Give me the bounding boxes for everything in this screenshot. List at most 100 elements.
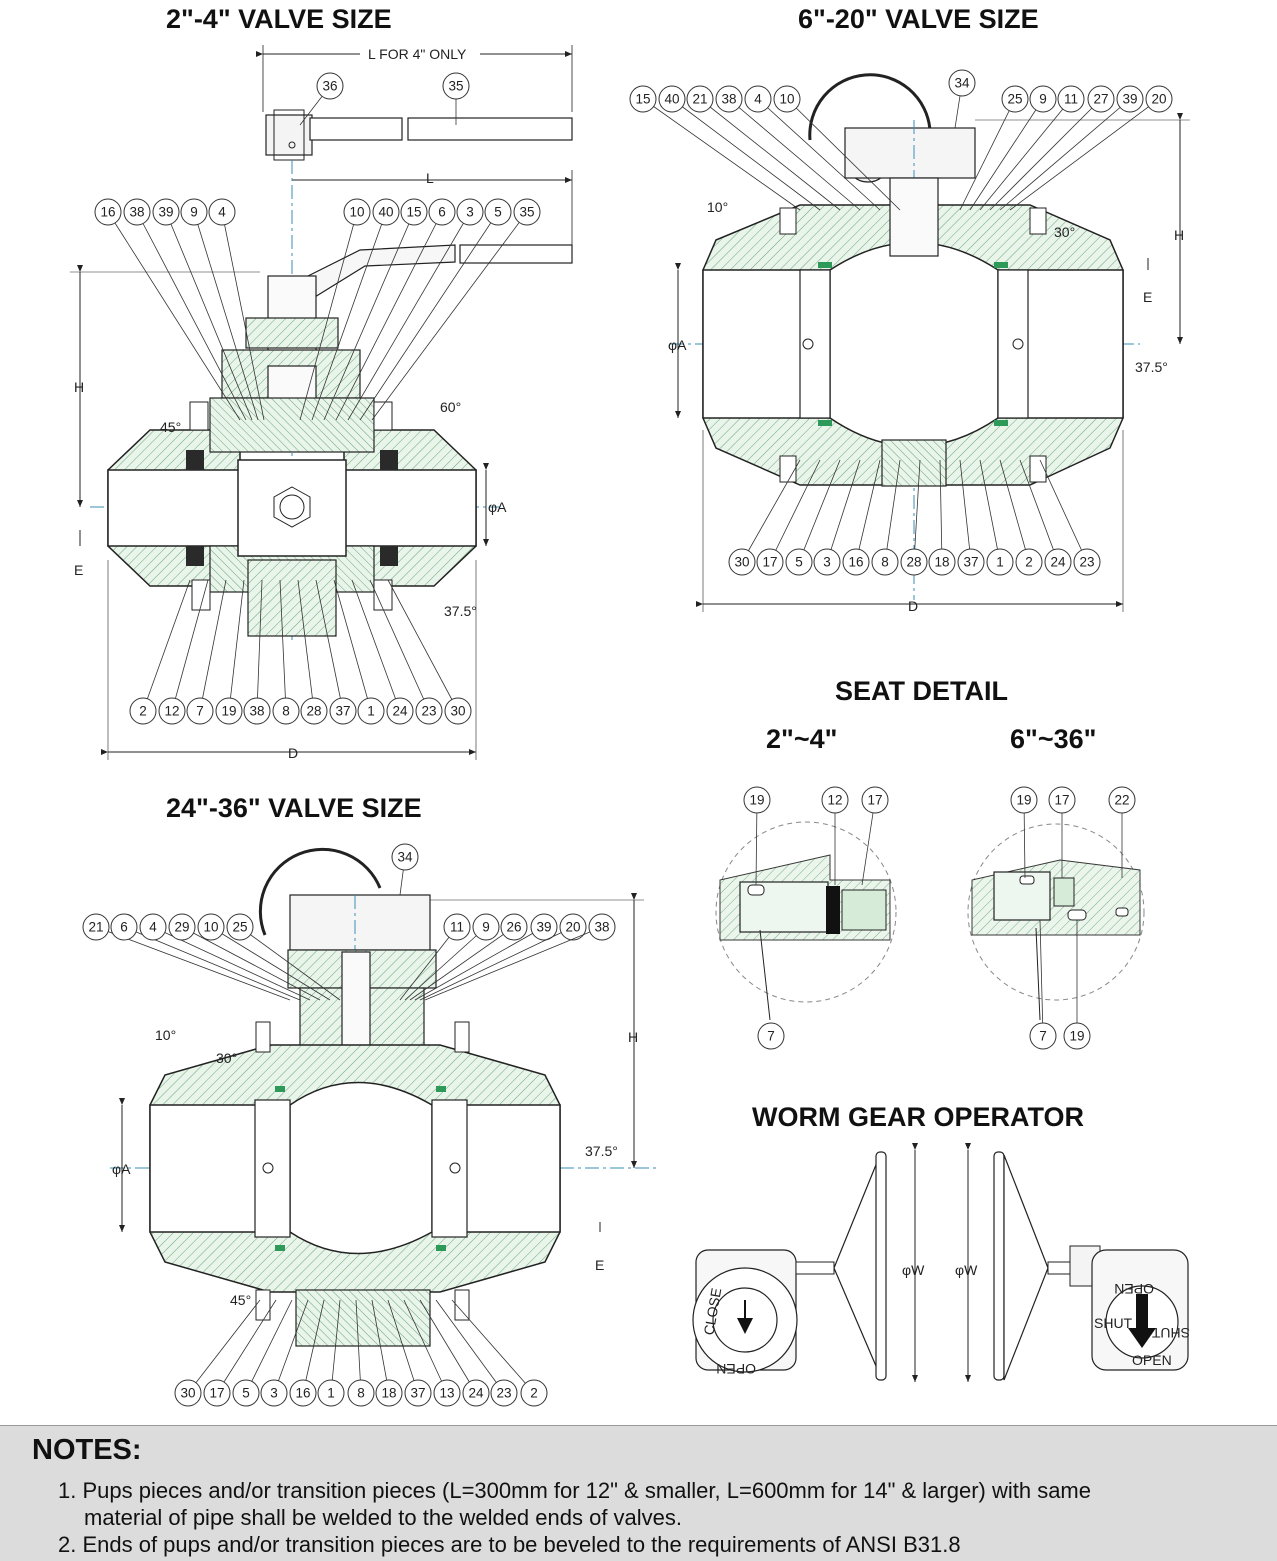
title-2-4-valve: 2"-4" VALVE SIZE	[166, 4, 392, 34]
item-bubble: 30	[174, 1379, 202, 1407]
item-bubble: 17	[1048, 786, 1076, 814]
item-number: 38	[594, 920, 609, 935]
item-bubble: 21	[82, 913, 110, 941]
item-number: 36	[322, 79, 337, 94]
item-number: 23	[496, 1386, 511, 1401]
item-number: 10	[779, 92, 794, 107]
item-bubble: 1	[986, 548, 1014, 576]
dim-phi-a-6-20: φA	[668, 337, 687, 353]
item-number: 19	[1016, 793, 1031, 808]
item-bubble: 22	[1108, 786, 1136, 814]
item-number: 21	[692, 92, 707, 107]
gear-label-shut-right: SHUT	[1151, 1325, 1190, 1341]
item-bubble: 23	[490, 1379, 518, 1407]
item-bubble: 5	[232, 1379, 260, 1407]
note-2: 2. Ends of pups and/or transition pieces…	[58, 1532, 961, 1557]
title-6-20-valve: 6"-20" VALVE SIZE	[798, 4, 1039, 34]
item-number: 37	[963, 555, 978, 570]
item-bubble: 37	[329, 697, 357, 725]
item-bubble: 24	[386, 697, 414, 725]
item-bubble: 7	[186, 697, 214, 725]
item-number: 11	[1064, 92, 1078, 107]
item-bubble: 35	[442, 72, 470, 100]
item-bubble: 7	[1029, 1022, 1057, 1050]
item-number: 8	[881, 555, 889, 570]
item-number: 3	[270, 1386, 278, 1401]
item-bubble: 3	[813, 548, 841, 576]
item-bubble: 25	[1001, 85, 1029, 113]
item-number: 40	[664, 92, 679, 107]
item-number: 39	[536, 920, 551, 935]
item-number: 27	[1093, 92, 1108, 107]
item-bubble: 38	[243, 697, 271, 725]
angle-10-6-20: 10°	[707, 199, 728, 215]
item-number: 2	[139, 704, 147, 719]
item-number: 30	[734, 555, 749, 570]
item-number: 16	[848, 555, 863, 570]
note-1-line-2: material of pipe shall be welded to the …	[84, 1505, 683, 1530]
angle-30-24-36: 30°	[216, 1050, 237, 1066]
item-bubble: 11	[1057, 85, 1085, 113]
title-worm-gear: WORM GEAR OPERATOR	[752, 1102, 1084, 1132]
item-number: 25	[1007, 92, 1022, 107]
item-bubble: 24	[1044, 548, 1072, 576]
item-bubble: 2	[520, 1379, 548, 1407]
item-number: 24	[1050, 555, 1066, 570]
gear-label-open-bottom: OPEN	[1132, 1352, 1172, 1368]
item-number: 25	[232, 920, 247, 935]
item-bubble: 10	[343, 198, 371, 226]
item-bubble: 5	[785, 548, 813, 576]
item-number: 26	[506, 920, 521, 935]
item-number: 8	[282, 704, 290, 719]
item-number: 15	[635, 92, 650, 107]
item-number: 39	[158, 205, 173, 220]
item-number: 40	[378, 205, 393, 220]
item-number: 11	[450, 920, 464, 935]
seat-detail-2-4	[715, 821, 897, 1021]
item-number: 2	[530, 1386, 538, 1401]
item-bubble: 38	[588, 913, 616, 941]
item-number: 17	[762, 555, 777, 570]
item-bubble: 29	[168, 913, 196, 941]
gear-label-shut-left: SHUT	[1094, 1315, 1133, 1331]
title-seat-6-36: 6"~36"	[1010, 724, 1096, 754]
item-number: 21	[88, 920, 103, 935]
angle-37-5-2-4: 37.5°	[444, 603, 477, 619]
item-bubble: 6	[428, 198, 456, 226]
notes-panel: NOTES: 1. Pups pieces and/or transition …	[0, 1425, 1277, 1561]
seat-detail-6-36	[967, 823, 1145, 1021]
dim-phi-w-right: φW	[955, 1262, 978, 1278]
item-bubble: 26	[500, 913, 528, 941]
item-number: 5	[242, 1386, 250, 1401]
item-number: 3	[466, 205, 474, 220]
item-bubble: 3	[260, 1379, 288, 1407]
item-number: 20	[1151, 92, 1166, 107]
item-number: 18	[934, 555, 949, 570]
item-number: 5	[494, 205, 502, 220]
item-bubble: 5	[484, 198, 512, 226]
item-bubble: 17	[861, 786, 889, 814]
item-number: 34	[954, 76, 970, 91]
item-number: 4	[754, 92, 762, 107]
item-bubble: 19	[215, 697, 243, 725]
item-number: 19	[1069, 1029, 1084, 1044]
item-bubble: 4	[744, 85, 772, 113]
item-bubble: 17	[203, 1379, 231, 1407]
dim-e-6-20: E	[1143, 289, 1152, 305]
item-bubble: 9	[472, 913, 500, 941]
item-bubble: 19	[1063, 1022, 1091, 1050]
item-number: 9	[190, 205, 198, 220]
item-number: 3	[823, 555, 831, 570]
item-number: 5	[795, 555, 803, 570]
item-number: 35	[519, 205, 534, 220]
item-bubble: 37	[404, 1379, 432, 1407]
item-bubble: 20	[559, 913, 587, 941]
gear-label-open-top: OPEN	[1114, 1281, 1154, 1297]
item-bubble: 23	[415, 697, 443, 725]
item-number: 4	[149, 920, 157, 935]
item-bubble: 39	[1116, 85, 1144, 113]
item-bubble: 27	[1087, 85, 1115, 113]
item-bubble: 19	[1010, 786, 1038, 814]
note-1-line-1: 1. Pups pieces and/or transition pieces …	[58, 1478, 1091, 1503]
angle-60-2-4: 60°	[440, 399, 461, 415]
